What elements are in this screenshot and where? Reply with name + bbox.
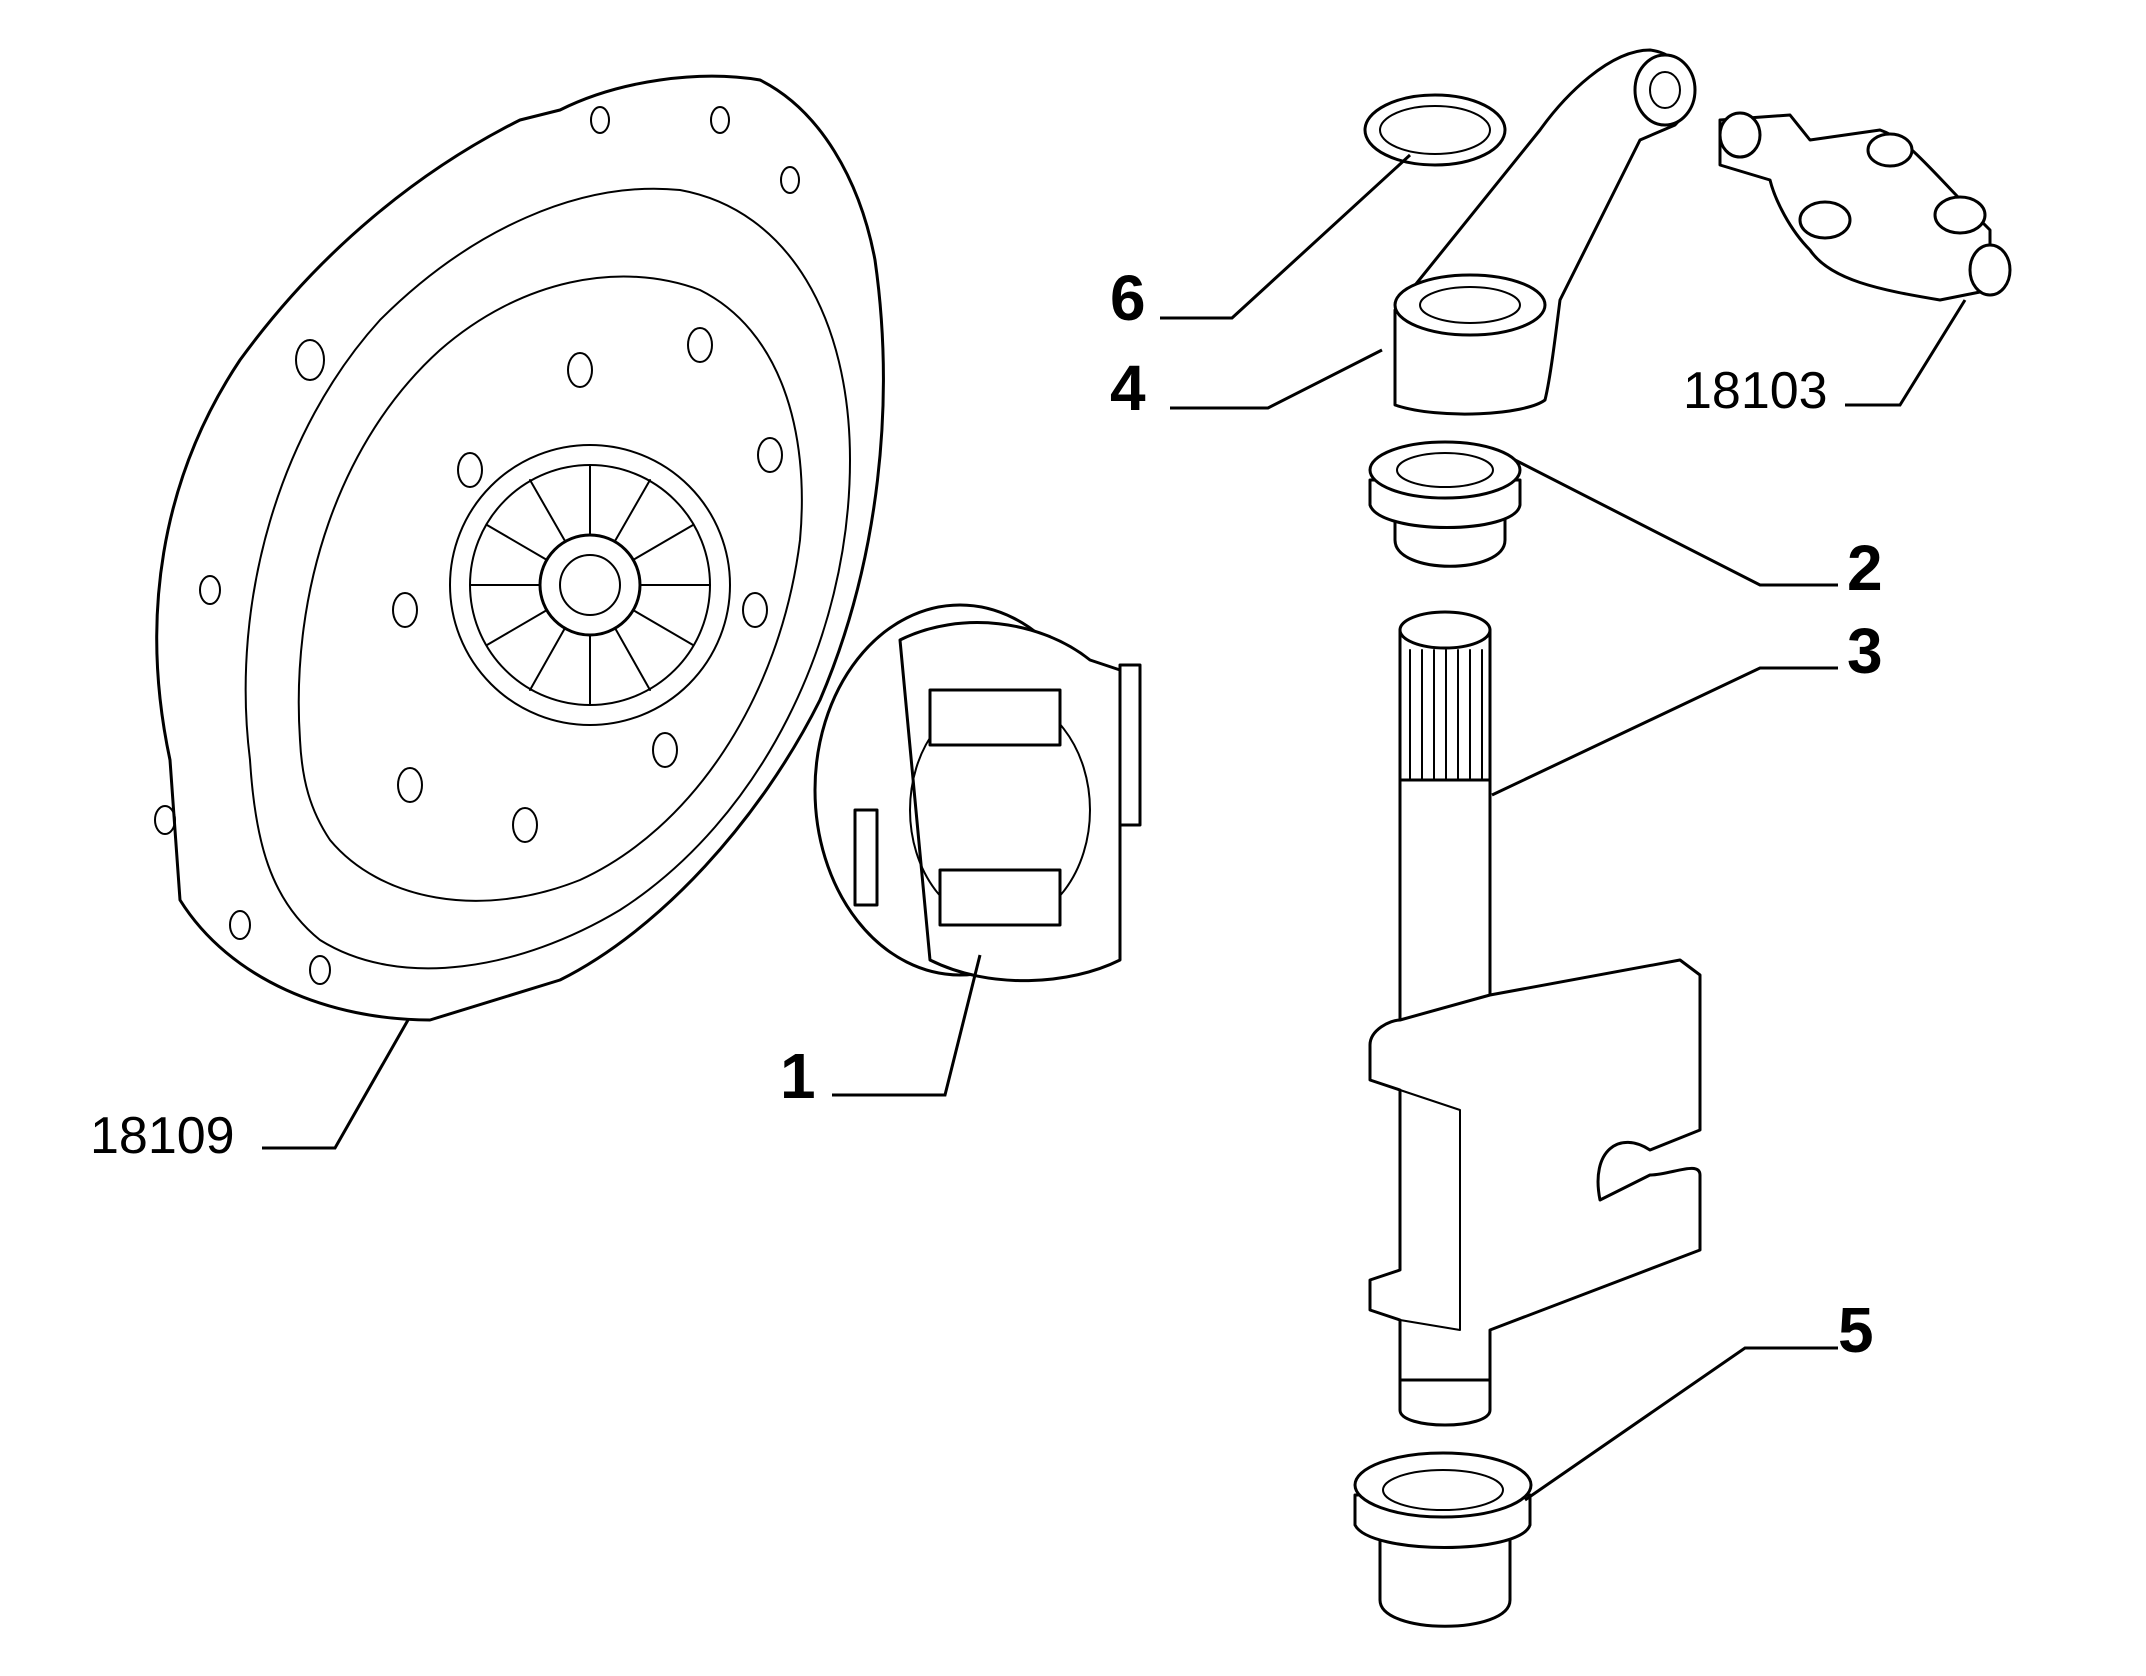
lower-bushing	[1353, 1451, 1533, 1628]
leader-line-1	[832, 954, 982, 1097]
release-bearing	[813, 603, 1142, 983]
leader-line-18109	[262, 1019, 410, 1150]
release-lever-arm	[1393, 48, 1697, 416]
leader-line-6	[1160, 153, 1412, 320]
leader-lines	[262, 153, 1967, 1502]
callout-4: 4	[1110, 352, 1146, 424]
callout-18103: 18103	[1683, 362, 1828, 420]
callout-6: 6	[1110, 262, 1146, 334]
leader-line-5	[1524, 1346, 1838, 1502]
callout-5: 5	[1838, 1294, 1874, 1366]
release-fork-shaft	[1368, 610, 1702, 1427]
upper-bushing	[1368, 440, 1522, 568]
callout-1: 1	[780, 1040, 816, 1112]
callout-labels: 6 4 18103 2 3 5 1 18109	[90, 262, 1883, 1366]
callout-18109: 18109	[90, 1107, 235, 1165]
leader-line-3	[1491, 666, 1838, 797]
leader-line-18103	[1845, 299, 1967, 407]
leader-line-4	[1170, 348, 1383, 410]
leader-line-2	[1514, 458, 1838, 587]
callout-3: 3	[1847, 615, 1883, 687]
lever-group-assembly	[1718, 111, 2012, 302]
callout-2: 2	[1847, 532, 1883, 604]
snap-ring	[1363, 93, 1507, 167]
clutch-pressure-plate	[154, 74, 885, 1022]
